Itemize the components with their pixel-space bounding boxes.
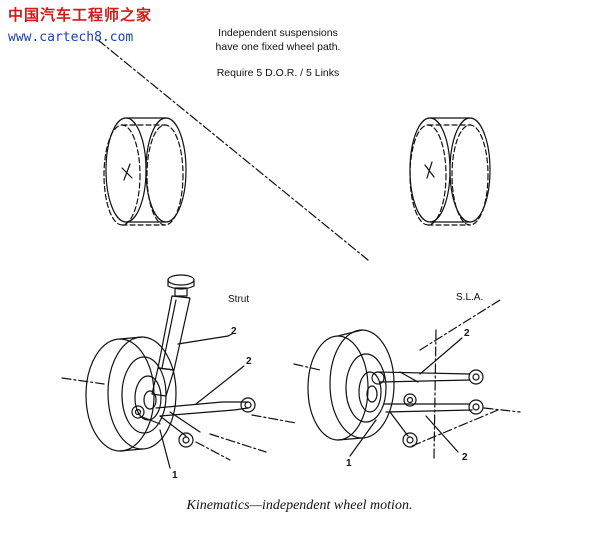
path-diagonal-line	[97, 39, 369, 261]
wheel-path-right	[409, 117, 491, 226]
strut-callout-1: 1	[172, 470, 178, 481]
sla-title: S.L.A.	[456, 292, 484, 303]
note-line-3: Require 5 D.O.R. / 5 Links	[216, 67, 340, 79]
sla-callout-2-lower: 2	[462, 452, 468, 463]
strut-suspension-drawing	[61, 274, 297, 469]
sla-callout-2-upper: 2	[464, 328, 470, 339]
wheel-path-left	[103, 117, 187, 226]
sla-suspension-drawing	[293, 299, 521, 459]
note-line-2: have one fixed wheel path.	[215, 41, 341, 53]
watermark-site-name: 中国汽车工程师之家	[8, 6, 153, 24]
note-line-1: Independent suspensions	[218, 27, 338, 39]
strut-callout-2-lower: 2	[246, 356, 252, 367]
sla-callout-1: 1	[346, 458, 352, 469]
strut-callout-2-upper: 2	[231, 326, 237, 337]
strut-title: Strut	[228, 294, 250, 305]
figure-caption: Kinematics—independent wheel motion.	[186, 498, 413, 513]
watermark-site-url: www.cartech8.com	[8, 30, 134, 45]
